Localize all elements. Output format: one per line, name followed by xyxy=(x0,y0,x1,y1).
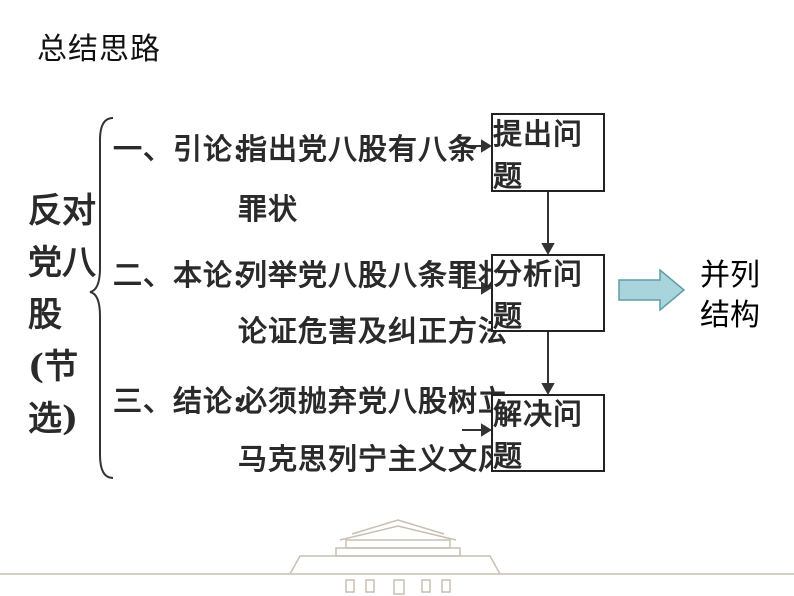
row-2-heading: 二、本论: xyxy=(113,258,245,292)
big-arrow-icon xyxy=(618,268,686,312)
result-label: 并列结构 xyxy=(700,258,760,333)
box-analyze-problem: 分析问题 xyxy=(491,254,605,333)
down-arrow-1 xyxy=(541,192,555,256)
row-arrow-1 xyxy=(462,139,492,153)
row-2-line2: 论证危害及纠正方法 xyxy=(238,314,509,348)
row-2-line1: 列举党八股八条罪状 xyxy=(238,258,509,292)
row-1-line1: 指出党八股有八条 xyxy=(238,132,479,166)
box-solve-problem: 解决问题 xyxy=(491,394,605,473)
box-raise-problem: 提出问题 xyxy=(491,113,605,193)
row-3-heading: 三、结论: xyxy=(113,384,245,418)
down-arrow-2 xyxy=(541,332,555,396)
gate-tower-icon xyxy=(0,519,794,595)
row-arrow-3 xyxy=(462,423,492,437)
row-1-heading: 一、引论: xyxy=(113,132,245,166)
row-3-line1: 必须抛弃党八股树立 xyxy=(238,384,509,418)
row-3-line2: 马克思列宁主义文风 xyxy=(238,442,509,476)
curly-brace xyxy=(89,117,114,479)
subject-label: 反对党八股(节选) xyxy=(28,191,96,439)
row-arrow-2 xyxy=(462,281,492,295)
page-title: 总结思路 xyxy=(37,32,161,67)
row-1-line2: 罪状 xyxy=(238,192,299,226)
